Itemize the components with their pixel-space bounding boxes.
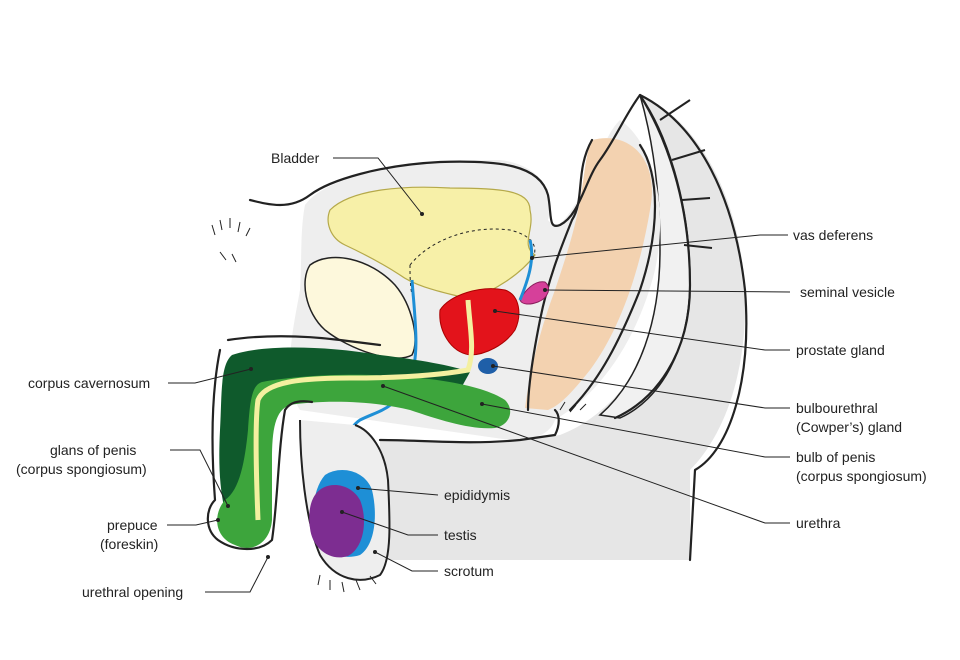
label-vas-deferens: vas deferens [793,227,873,243]
prostate-organ [439,288,520,356]
leader-bulb [481,403,790,458]
label-seminal-vesicle: seminal vesicle [800,284,895,300]
skin-outline [248,93,748,562]
leader-dot-urethra [381,384,385,388]
leader-dot-prepuce [216,518,220,522]
label-bulbourethral-1: bulbourethral [796,400,878,416]
leader-dot-bulbourethral [491,364,495,368]
hair-decoration [211,218,587,593]
leader-prostate-gland [494,310,790,351]
corpus-spongiosum-organ [217,374,511,548]
rectum-wall [568,143,657,412]
label-bulbourethral-2: (Cowper’s) gland [796,419,902,435]
leader-dot-bulb [480,402,484,406]
leader-testis [341,511,438,536]
bladder-dashed-vas [409,228,536,266]
label-glans-2: (corpus spongiosum) [16,461,147,477]
leader-dot-seminal-vesicle [543,288,547,292]
leader-dot-prostate-gland [493,309,497,313]
leader-urethra [382,385,790,524]
label-testis: testis [444,527,477,543]
seminal-vesicle-organ [519,281,549,305]
label-prostate-gland: prostate gland [796,342,885,358]
rectum [525,138,652,410]
leader-dot-bladder [420,212,424,216]
label-prepuce-1: prepuce [107,517,158,533]
label-glans-1: glans of penis [50,442,136,458]
label-corpus-cavernosum: corpus cavernosum [28,375,150,391]
leader-prepuce [167,519,219,526]
testis-organ [309,484,364,558]
leader-urethral-opening [205,556,269,593]
leader-dot-glans [226,504,230,508]
spine-segments [659,99,713,249]
pubic-bone [304,256,416,359]
urethra-tube [253,299,475,521]
label-epididymis: epididymis [444,487,510,503]
leader-seminal-vesicle [544,289,791,293]
label-bladder: Bladder [271,150,320,166]
leader-bladder [333,157,423,215]
label-bulb-2: (corpus spongiosum) [796,468,927,484]
leader-dot-urethral-opening [266,555,270,559]
leader-glans [170,449,229,507]
leader-corpus-cavernosum [168,368,252,384]
body-shadow [380,95,746,560]
leader-dot-epididymis [356,486,360,490]
leader-bulbourethral [492,365,790,409]
label-prepuce-2: (foreskin) [100,536,158,552]
leader-vas-deferens [531,234,788,259]
cowpers-gland-organ [478,358,498,374]
label-scrotum: scrotum [444,563,494,579]
leader-dot-testis [340,510,344,514]
rectum-outline [526,138,594,412]
label-bulb-1: bulb of penis [796,449,875,465]
penis-outline [206,335,382,551]
leader-epididymis [357,487,439,496]
leader-dot-scrotum [373,550,377,554]
leader-dot-corpus-cavernosum [249,367,253,371]
leader-scrotum [374,551,438,572]
back-inner-outline [613,93,692,420]
bladder-dashed-vas-2 [409,264,413,296]
leader-dot-vas-deferens [530,256,534,260]
label-urethra: urethra [796,515,841,531]
bladder-organ [327,186,536,301]
label-urethral-opening: urethral opening [82,584,183,600]
